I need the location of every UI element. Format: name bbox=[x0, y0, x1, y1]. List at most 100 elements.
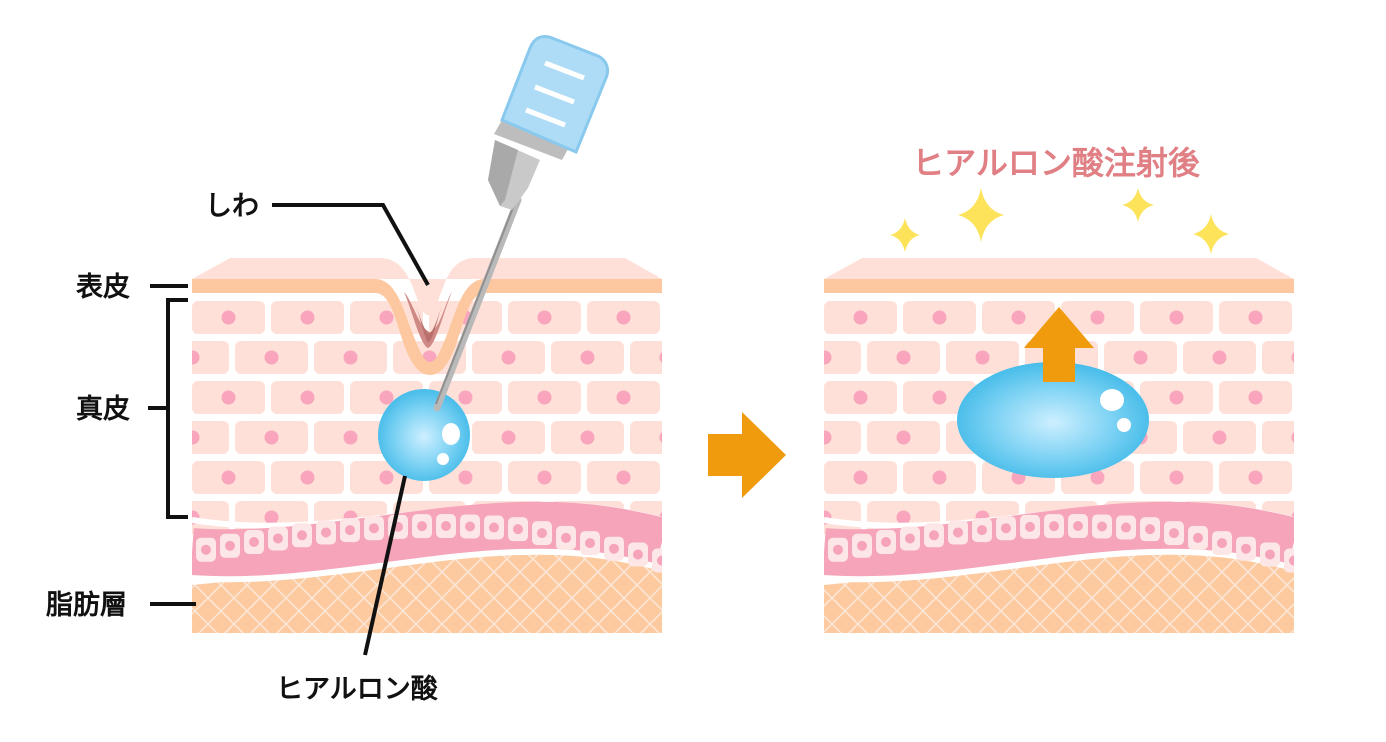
basal-cell-nucleus bbox=[249, 537, 259, 548]
cell-nucleus bbox=[932, 470, 947, 485]
cell-nucleus bbox=[1133, 350, 1148, 365]
sparkle-icon bbox=[958, 188, 1004, 242]
cell-nucleus bbox=[696, 471, 710, 485]
cell-nucleus bbox=[1248, 390, 1263, 405]
label-lines bbox=[148, 203, 430, 656]
basal-cell-nucleus bbox=[513, 524, 523, 535]
cell-nucleus bbox=[696, 391, 710, 405]
basal-cell-nucleus bbox=[1169, 528, 1179, 539]
cell-nucleus bbox=[221, 390, 236, 405]
cell-nucleus bbox=[1169, 310, 1184, 325]
cell-nucleus bbox=[143, 311, 157, 325]
cell-nucleus bbox=[616, 390, 631, 405]
cell bbox=[745, 381, 818, 414]
cell-nucleus bbox=[1291, 432, 1294, 443]
cell-nucleus bbox=[221, 310, 236, 325]
cell bbox=[630, 421, 662, 454]
cell bbox=[1341, 341, 1386, 374]
cell-nucleus bbox=[537, 390, 552, 405]
cell-nucleus bbox=[616, 310, 631, 325]
cell-nucleus bbox=[1248, 470, 1263, 485]
basal-cell-nucleus bbox=[929, 530, 939, 541]
cell-nucleus bbox=[932, 390, 947, 405]
cell-nucleus bbox=[264, 350, 279, 365]
sparkles bbox=[890, 188, 1229, 254]
cell bbox=[113, 301, 186, 334]
basal-cell-nucleus bbox=[441, 521, 451, 532]
cell-nucleus bbox=[739, 351, 753, 365]
cell bbox=[1298, 381, 1371, 414]
cell bbox=[709, 341, 782, 374]
arrow-right-icon bbox=[708, 412, 786, 498]
cell-nucleus bbox=[932, 310, 947, 325]
cell-nucleus bbox=[1011, 310, 1026, 325]
cell-nucleus bbox=[775, 311, 789, 325]
cell-nucleus bbox=[192, 430, 200, 445]
cell-nucleus bbox=[739, 511, 753, 525]
basal-cells-after bbox=[828, 514, 1294, 573]
cell bbox=[745, 301, 818, 334]
sparkle-icon bbox=[1122, 188, 1154, 222]
basal-cell-nucleus bbox=[489, 522, 499, 533]
cell-nucleus bbox=[1291, 352, 1294, 363]
cell-nucleus bbox=[107, 351, 121, 365]
hyaluronic-droplet-after bbox=[957, 362, 1149, 478]
basal-cells bbox=[196, 514, 662, 573]
epidermis-top bbox=[192, 258, 662, 315]
basal-cell-nucleus bbox=[1145, 524, 1155, 535]
basal-cell-nucleus bbox=[609, 543, 619, 554]
sparkle-icon bbox=[890, 218, 920, 252]
cell-nucleus bbox=[896, 350, 911, 365]
label-hyaluronic-acid: ヒアルロン酸 bbox=[276, 674, 439, 705]
basal-cell-nucleus bbox=[561, 532, 571, 543]
basal-cell-nucleus bbox=[345, 525, 355, 536]
cell-nucleus bbox=[1371, 511, 1385, 525]
cell-nucleus bbox=[537, 310, 552, 325]
cell-nucleus bbox=[1212, 350, 1227, 365]
cell bbox=[1298, 301, 1371, 334]
basal-cell-nucleus bbox=[1073, 521, 1083, 532]
cell-nucleus bbox=[343, 350, 358, 365]
cell bbox=[709, 341, 782, 374]
cell-nucleus bbox=[1371, 351, 1385, 365]
basal-cell-nucleus bbox=[881, 537, 891, 548]
cell-nucleus bbox=[739, 511, 753, 525]
cell-nucleus bbox=[264, 510, 279, 525]
cell bbox=[1377, 381, 1386, 414]
basal-cell-nucleus bbox=[1217, 538, 1227, 549]
cell bbox=[709, 501, 782, 534]
cell bbox=[113, 461, 186, 494]
cell-nucleus bbox=[300, 470, 315, 485]
cell-nucleus bbox=[379, 390, 394, 405]
basal-cell-nucleus bbox=[1025, 521, 1035, 532]
cell-nucleus bbox=[1328, 471, 1342, 485]
basal-cell-nucleus bbox=[977, 525, 987, 536]
label-fat-layer: 脂肪層 bbox=[46, 590, 127, 621]
cell bbox=[745, 301, 818, 334]
after-title: ヒアルロン酸注射後 bbox=[912, 144, 1201, 182]
basal-cell-nucleus bbox=[633, 549, 643, 560]
cell bbox=[1341, 421, 1386, 454]
cell-nucleus bbox=[343, 430, 358, 445]
basal-cell-nucleus bbox=[833, 544, 843, 555]
cell bbox=[1377, 301, 1386, 334]
cell-nucleus bbox=[264, 430, 279, 445]
cell bbox=[1262, 341, 1294, 374]
cell-nucleus bbox=[696, 311, 710, 325]
cell bbox=[824, 341, 861, 374]
cell-nucleus bbox=[143, 471, 157, 485]
cell-nucleus bbox=[300, 390, 315, 405]
cell-nucleus bbox=[853, 470, 868, 485]
basal-cell-nucleus bbox=[1241, 543, 1251, 554]
label-wrinkle: しわ bbox=[205, 191, 259, 222]
epidermis-layer bbox=[192, 279, 662, 375]
arrow-up-icon bbox=[1024, 307, 1094, 382]
cell-nucleus bbox=[824, 350, 832, 365]
cell bbox=[192, 341, 229, 374]
syringe-icon bbox=[433, 34, 610, 412]
basal-cell-nucleus bbox=[321, 527, 331, 538]
cell-nucleus bbox=[221, 470, 236, 485]
cell-nucleus bbox=[824, 430, 832, 445]
cell bbox=[1341, 501, 1386, 534]
cell bbox=[745, 381, 818, 414]
